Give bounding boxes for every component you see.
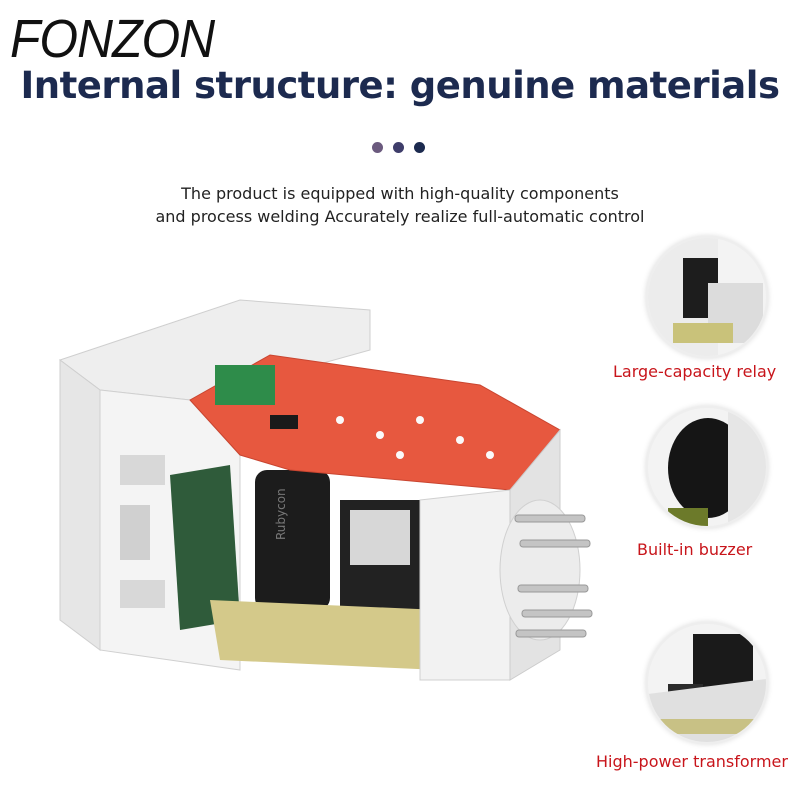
relay-closeup-icon [646,236,768,358]
page-title: Internal structure: genuine materials [20,64,780,107]
housing-window [350,510,410,565]
green-pcb [170,465,240,630]
yellow-pcb [210,600,440,670]
product-image: Rubycon [58,299,593,681]
housing-right [419,489,511,681]
transformer-closeup-icon [646,622,768,744]
buzzer-closeup-icon [646,406,768,528]
capacitor-marking: Rubycon [274,488,288,540]
subtitle-line-2: and process welding Accurately realize f… [155,207,645,226]
frame-slot [120,580,165,608]
socket-base [499,499,581,641]
relay-label: Large-capacity relay [613,362,777,381]
frame-slot [120,455,165,485]
chip [270,415,298,429]
capacitor [255,470,330,610]
decorative-dots [372,142,425,153]
dot-3 [414,142,425,153]
subtitle-line-1: The product is equipped with high-qualit… [181,184,619,203]
dot-2 [393,142,404,153]
frame-slot [120,505,150,560]
connector-strip [215,365,275,405]
buzzer-label: Built-in buzzer [637,540,753,559]
transformer-label: High-power transformer [596,752,788,771]
socket-pins [514,514,593,638]
housing-front-face [59,359,101,651]
dot-1 [372,142,383,153]
brand-logo: FONZON [10,9,215,69]
